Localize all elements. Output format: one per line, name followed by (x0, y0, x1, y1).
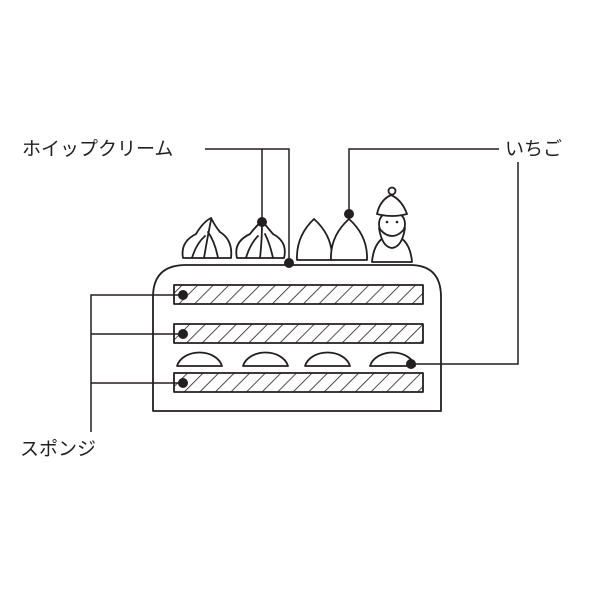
sponge-layer-middle (173, 323, 424, 344)
label-strawberry: いちご (505, 138, 563, 160)
sponge-layer-bottom (173, 372, 424, 393)
leader-line-strawberry (348, 148, 519, 365)
dot-cream-top (284, 258, 294, 268)
label-whipped-cream: ホイップクリーム (22, 138, 174, 160)
dot-sponge-top (178, 290, 188, 300)
sponge-layer-top (173, 284, 424, 305)
strawberry-half-1 (176, 351, 223, 367)
dot-sponge-middle (178, 329, 188, 339)
dot-cream-dollop (257, 217, 267, 227)
label-sponge: スポンジ (20, 438, 97, 460)
dot-strawberry-inner (406, 359, 416, 369)
strawberry-top-1 (296, 218, 333, 261)
strawberry-top-2 (330, 218, 368, 261)
dot-strawberry-top (344, 209, 354, 219)
leader-line-sponge (90, 294, 183, 432)
leader-line-cream (205, 148, 290, 263)
strawberry-half-2 (242, 351, 289, 367)
whipped-cream-dollop-1 (181, 217, 233, 259)
santa-figure (371, 186, 413, 263)
strawberry-half-3 (304, 351, 351, 367)
cake-body (152, 264, 442, 412)
dot-sponge-bottom (178, 378, 188, 388)
